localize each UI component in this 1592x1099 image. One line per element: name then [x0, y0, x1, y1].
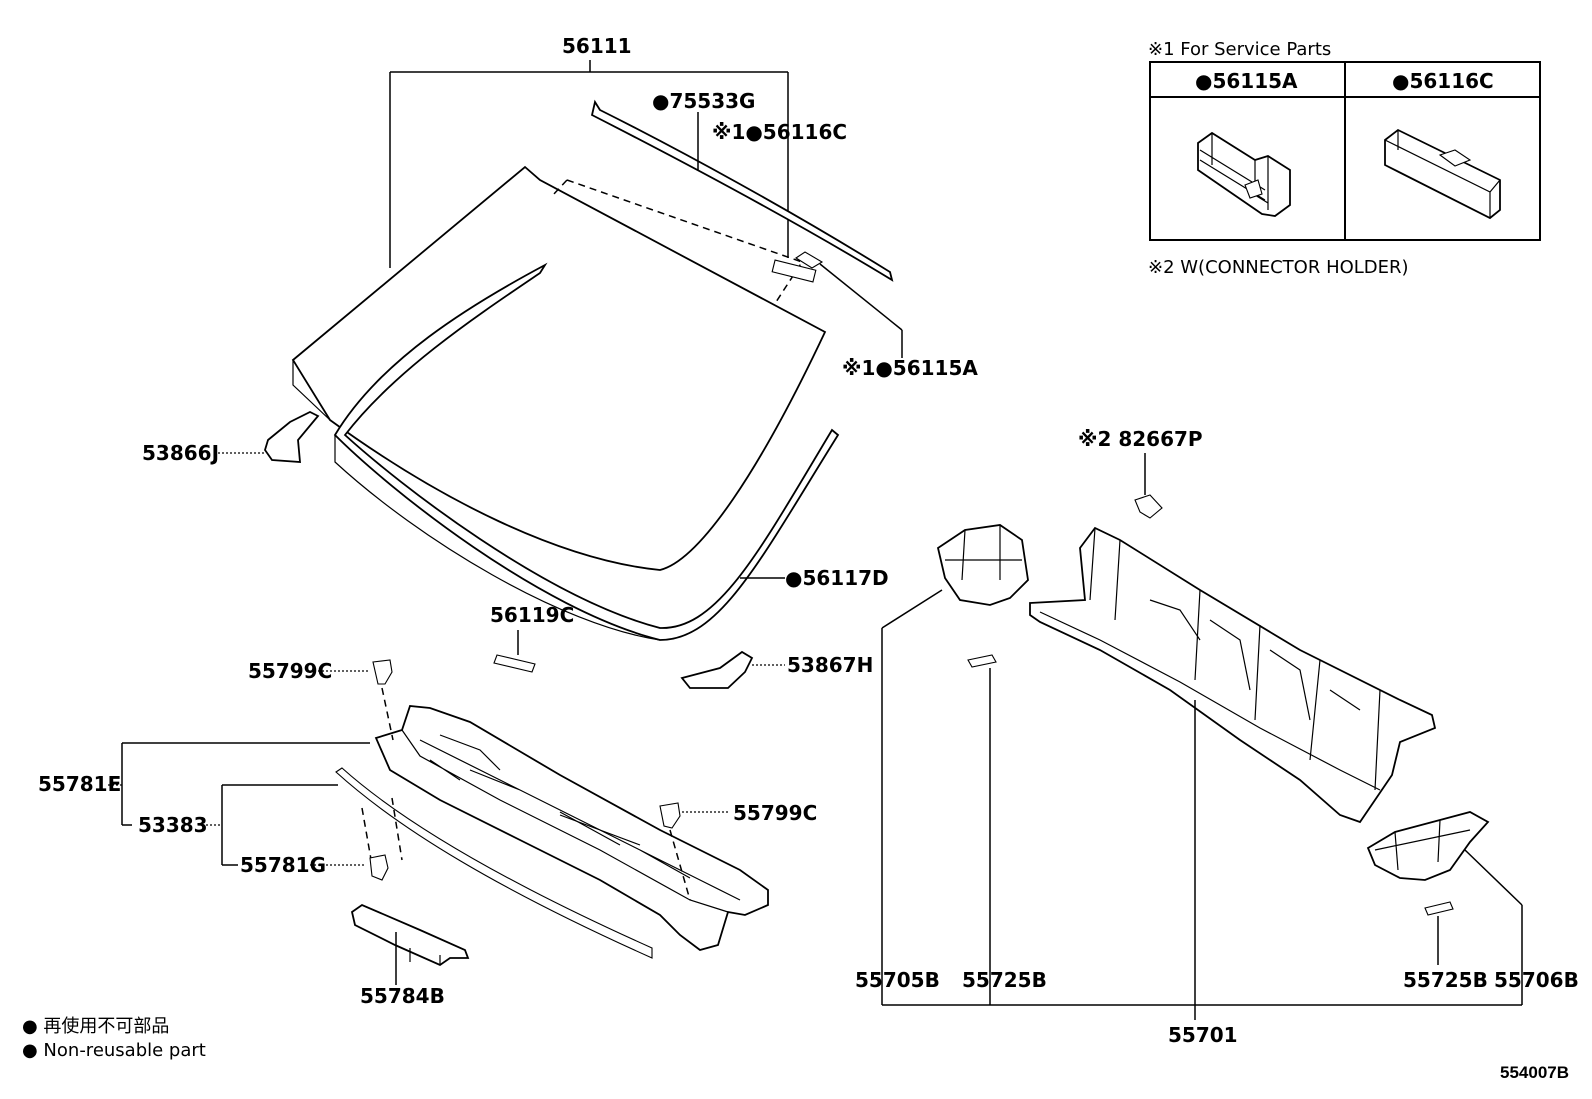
- clip-56115A-illustration: [1197, 131, 1291, 217]
- callout-55799C-right: 55799C: [733, 801, 817, 825]
- legend-line-jp: ● 再使用不可部品: [22, 1016, 169, 1037]
- callout-53383: 53383: [138, 813, 208, 837]
- callout-55781G: 55781G: [240, 853, 326, 877]
- callout-56119C: 56119C: [490, 603, 574, 627]
- cover-53867H: 53867H: [680, 650, 873, 689]
- bracket-55784B: 55784B: [350, 903, 470, 1008]
- plate-55725B-left: [967, 654, 997, 1005]
- clip-56116C-illustration: [1384, 128, 1501, 220]
- moulding-75533G: ●75533G: [590, 89, 894, 282]
- clip-55799C-left: 55799C: [248, 659, 394, 741]
- callout-56115A: ※1●56115A: [842, 356, 978, 380]
- service-col-56115A: ●56115A: [1195, 69, 1298, 93]
- callout-75533G: ●75533G: [652, 89, 755, 113]
- callout-55784B: 55784B: [360, 984, 445, 1008]
- seal-bracket: 55781G: [221, 784, 403, 881]
- cowl-bottom-bracket: 55705B 55725B 55725B 55706B 55701: [855, 968, 1579, 1047]
- callout-55725B-right: 55725B: [1403, 968, 1488, 992]
- callout-55725B-left: 55725B: [962, 968, 1047, 992]
- service-note-2: ※2 W(CONNECTOR HOLDER): [1148, 257, 1409, 278]
- clip-55799C-right: 55799C: [659, 801, 817, 901]
- callout-55705B: 55705B: [855, 968, 940, 992]
- cowl-louver-55781E: [374, 705, 769, 951]
- service-col-56116C: ●56116C: [1392, 69, 1494, 93]
- windshield-glass: [291, 165, 827, 571]
- callout-55781E: 55781E: [38, 772, 121, 796]
- callout-group-56115A: ※1●56115A: [794, 251, 978, 380]
- plate-55725B-right: [1424, 901, 1454, 965]
- service-parts-panel: ※1 For Service Parts ●56115A ●56116C ※2 …: [1148, 39, 1541, 278]
- legend: ● 再使用不可部品 ● Non-reusable part: [22, 1016, 206, 1061]
- bracket-55706B: [1366, 811, 1523, 1005]
- cover-53866J: 53866J: [142, 410, 320, 465]
- windshield-bracket-56111: 56111: [389, 34, 789, 268]
- holder-82667P: ※2 82667P: [1078, 427, 1203, 519]
- louver-bracket-55781E: 55781E: [38, 742, 370, 826]
- legend-line-en: ● Non-reusable part: [22, 1040, 206, 1061]
- callout-55706B: 55706B: [1494, 968, 1579, 992]
- callout-53866J: 53866J: [142, 441, 219, 465]
- callout-82667P: ※2 82667P: [1078, 427, 1203, 451]
- seal-53383: 53383: [138, 767, 653, 959]
- callout-group-56116C: ※1●56116C: [712, 120, 847, 283]
- callout-55701: 55701: [1168, 1023, 1238, 1047]
- bracket-55705B: [881, 524, 1029, 1005]
- callout-56116C: ※1●56116C: [712, 120, 847, 144]
- diagram-code: 554007B: [1500, 1063, 1569, 1082]
- spacer-56119C: 56119C: [490, 603, 574, 673]
- callout-56111: 56111: [562, 34, 632, 58]
- dam-56117D: ●56117D: [333, 262, 889, 641]
- callout-53867H: 53867H: [787, 653, 873, 677]
- callout-56117D: ●56117D: [785, 566, 889, 590]
- cowl-panel-55701: [1029, 526, 1437, 1005]
- service-parts-title: ※1 For Service Parts: [1148, 39, 1331, 60]
